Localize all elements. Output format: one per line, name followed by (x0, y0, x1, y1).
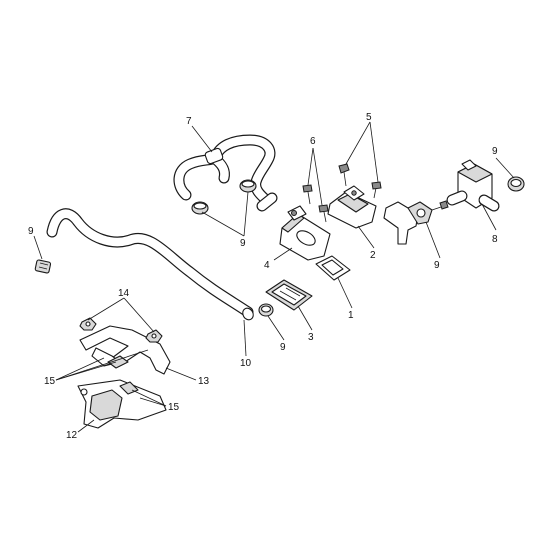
bolt-part-5-left[interactable] (338, 163, 350, 187)
bracket-part-12[interactable] (77, 379, 167, 429)
callout-5: 5 (366, 112, 372, 123)
leader-lines (33, 121, 515, 433)
solenoid-valve-part-8[interactable] (446, 159, 500, 212)
valve-cover-part-2[interactable] (327, 185, 377, 229)
reed-plate-part-3[interactable] (265, 279, 313, 311)
callout-15-right: 15 (168, 402, 180, 413)
hose-part-11[interactable] (46, 208, 255, 322)
callout-labels: 7 5 6 9 8 2 9 4 1 3 9 9 9 10 14 15 13 15… (28, 112, 498, 441)
callout-1: 1 (348, 310, 354, 321)
clip-part-9-left[interactable] (34, 259, 52, 274)
nut-part-14-left[interactable] (79, 317, 97, 331)
clip-part-9-right[interactable] (507, 176, 525, 192)
callout-11: 10 (240, 358, 252, 369)
callout-14: 14 (118, 288, 130, 299)
callout-6: 6 (310, 136, 316, 147)
tab-part-15-upper[interactable] (107, 355, 129, 369)
callout-9-upper: 9 (240, 238, 246, 249)
callout-13: 13 (198, 376, 210, 387)
bracket-part-10[interactable] (383, 200, 449, 245)
hose-part-7[interactable] (173, 134, 276, 206)
callout-9-right: 9 (492, 146, 498, 157)
bolt-part-6-left[interactable] (302, 184, 313, 205)
clip-part-9-lower[interactable] (258, 303, 274, 317)
bolt-part-5-right[interactable] (371, 181, 382, 199)
callout-4: 4 (264, 260, 270, 271)
clip-part-9-upper-left[interactable] (191, 201, 209, 215)
gasket-part-1[interactable] (315, 255, 351, 281)
clip-part-9-upper-right[interactable] (239, 179, 257, 193)
callout-8: 8 (492, 234, 498, 245)
callout-15-left: 15 (44, 376, 56, 387)
callout-2: 2 (370, 250, 376, 261)
callout-9-left: 9 (28, 226, 34, 237)
nut-part-14-right[interactable] (145, 329, 163, 343)
callout-7: 7 (186, 116, 192, 127)
callout-12: 12 (66, 430, 78, 441)
bolt-part-6-right[interactable] (318, 204, 329, 223)
hose-stub-part-7 (256, 192, 278, 212)
valve-housing-part-4[interactable] (279, 205, 331, 261)
callout-9-lower: 9 (280, 342, 286, 353)
callout-3: 3 (308, 332, 314, 343)
callout-10: 9 (434, 260, 440, 271)
